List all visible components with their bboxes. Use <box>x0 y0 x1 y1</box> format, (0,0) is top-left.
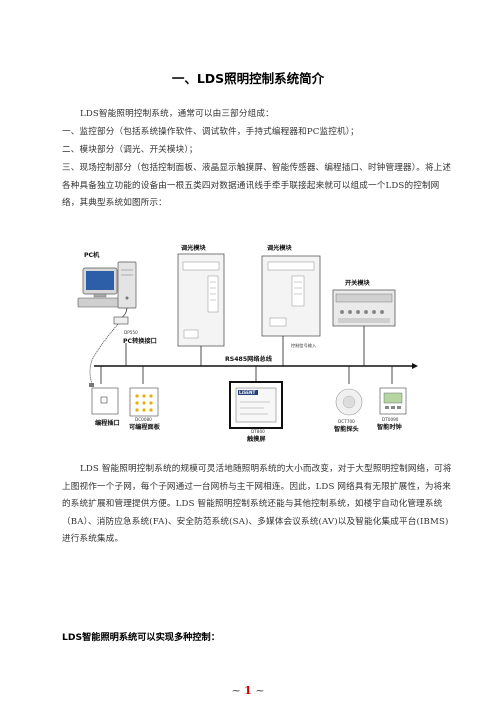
intro-line-3: 二、模块部分（调光、开关模块）； <box>62 145 198 155</box>
bus-label: RS485网络总线 <box>225 355 273 363</box>
switch-module-icon <box>332 289 396 327</box>
description-paragraph: LDS 智能照明控制系统的规模可灵活地随照明系统的大小而改变，对于大型照明控制网… <box>62 464 452 545</box>
pc-interface-icon <box>113 316 129 325</box>
pc-label: PC机 <box>84 251 100 259</box>
intro-line-1: LDS智能照明控制系统，通常可以由三部分组成： <box>80 109 274 119</box>
pc-interface-label: PC转换接口 <box>123 337 157 345</box>
plug-icon <box>89 383 94 387</box>
programming-jack-icon <box>91 387 119 415</box>
device-code-1: DC0080 <box>135 417 152 422</box>
smart-clock-icon <box>379 387 407 415</box>
page-title: 一、LDS照明控制系统简介 <box>171 71 325 86</box>
device-code-3: DC7700 <box>338 419 355 424</box>
page-number: ~ 1 ~ <box>231 684 265 697</box>
section-heading: LDS智能照明系统可以实现多种控制： <box>62 632 220 643</box>
device-label-4: 智能时钟 <box>376 423 402 431</box>
signal-input-label: 控制信号输入 <box>291 342 317 349</box>
touch-screen-brand: LiSENT <box>239 390 255 395</box>
smart-sensor-icon <box>335 388 363 416</box>
switch-module-label: 开关模块 <box>345 279 371 287</box>
device-code-2: DT800 <box>251 429 265 434</box>
device-label-3: 智能探头 <box>333 425 359 433</box>
intro-line-4: 三、现场控制部分（包括控制面板、液晶显示触摸屏、智能传感器、编程插口、时钟管理器… <box>62 163 452 209</box>
intro-line-2: 一、监控部分（包括系统操作软件、调试软件，手持式编程器和PC监控机）； <box>62 127 359 137</box>
touch-screen-icon <box>229 381 283 429</box>
dimmer-module-icon <box>177 253 225 347</box>
device-code-4: DT0090 <box>382 417 399 422</box>
programmable-panel-icon <box>129 387 159 417</box>
device-label-2: 触摸屏 <box>246 435 266 443</box>
dimmer-module-2-label: 调光模块 <box>267 244 293 252</box>
device-label-0: 编程插口 <box>95 419 120 427</box>
pc-interface-code: DP550 <box>124 330 138 335</box>
pc-icon <box>77 261 137 309</box>
device-label-1: 可编程面板 <box>129 423 161 431</box>
dimmer-module-2-icon <box>261 255 321 337</box>
dimmer-module-label: 调光模块 <box>181 244 207 252</box>
